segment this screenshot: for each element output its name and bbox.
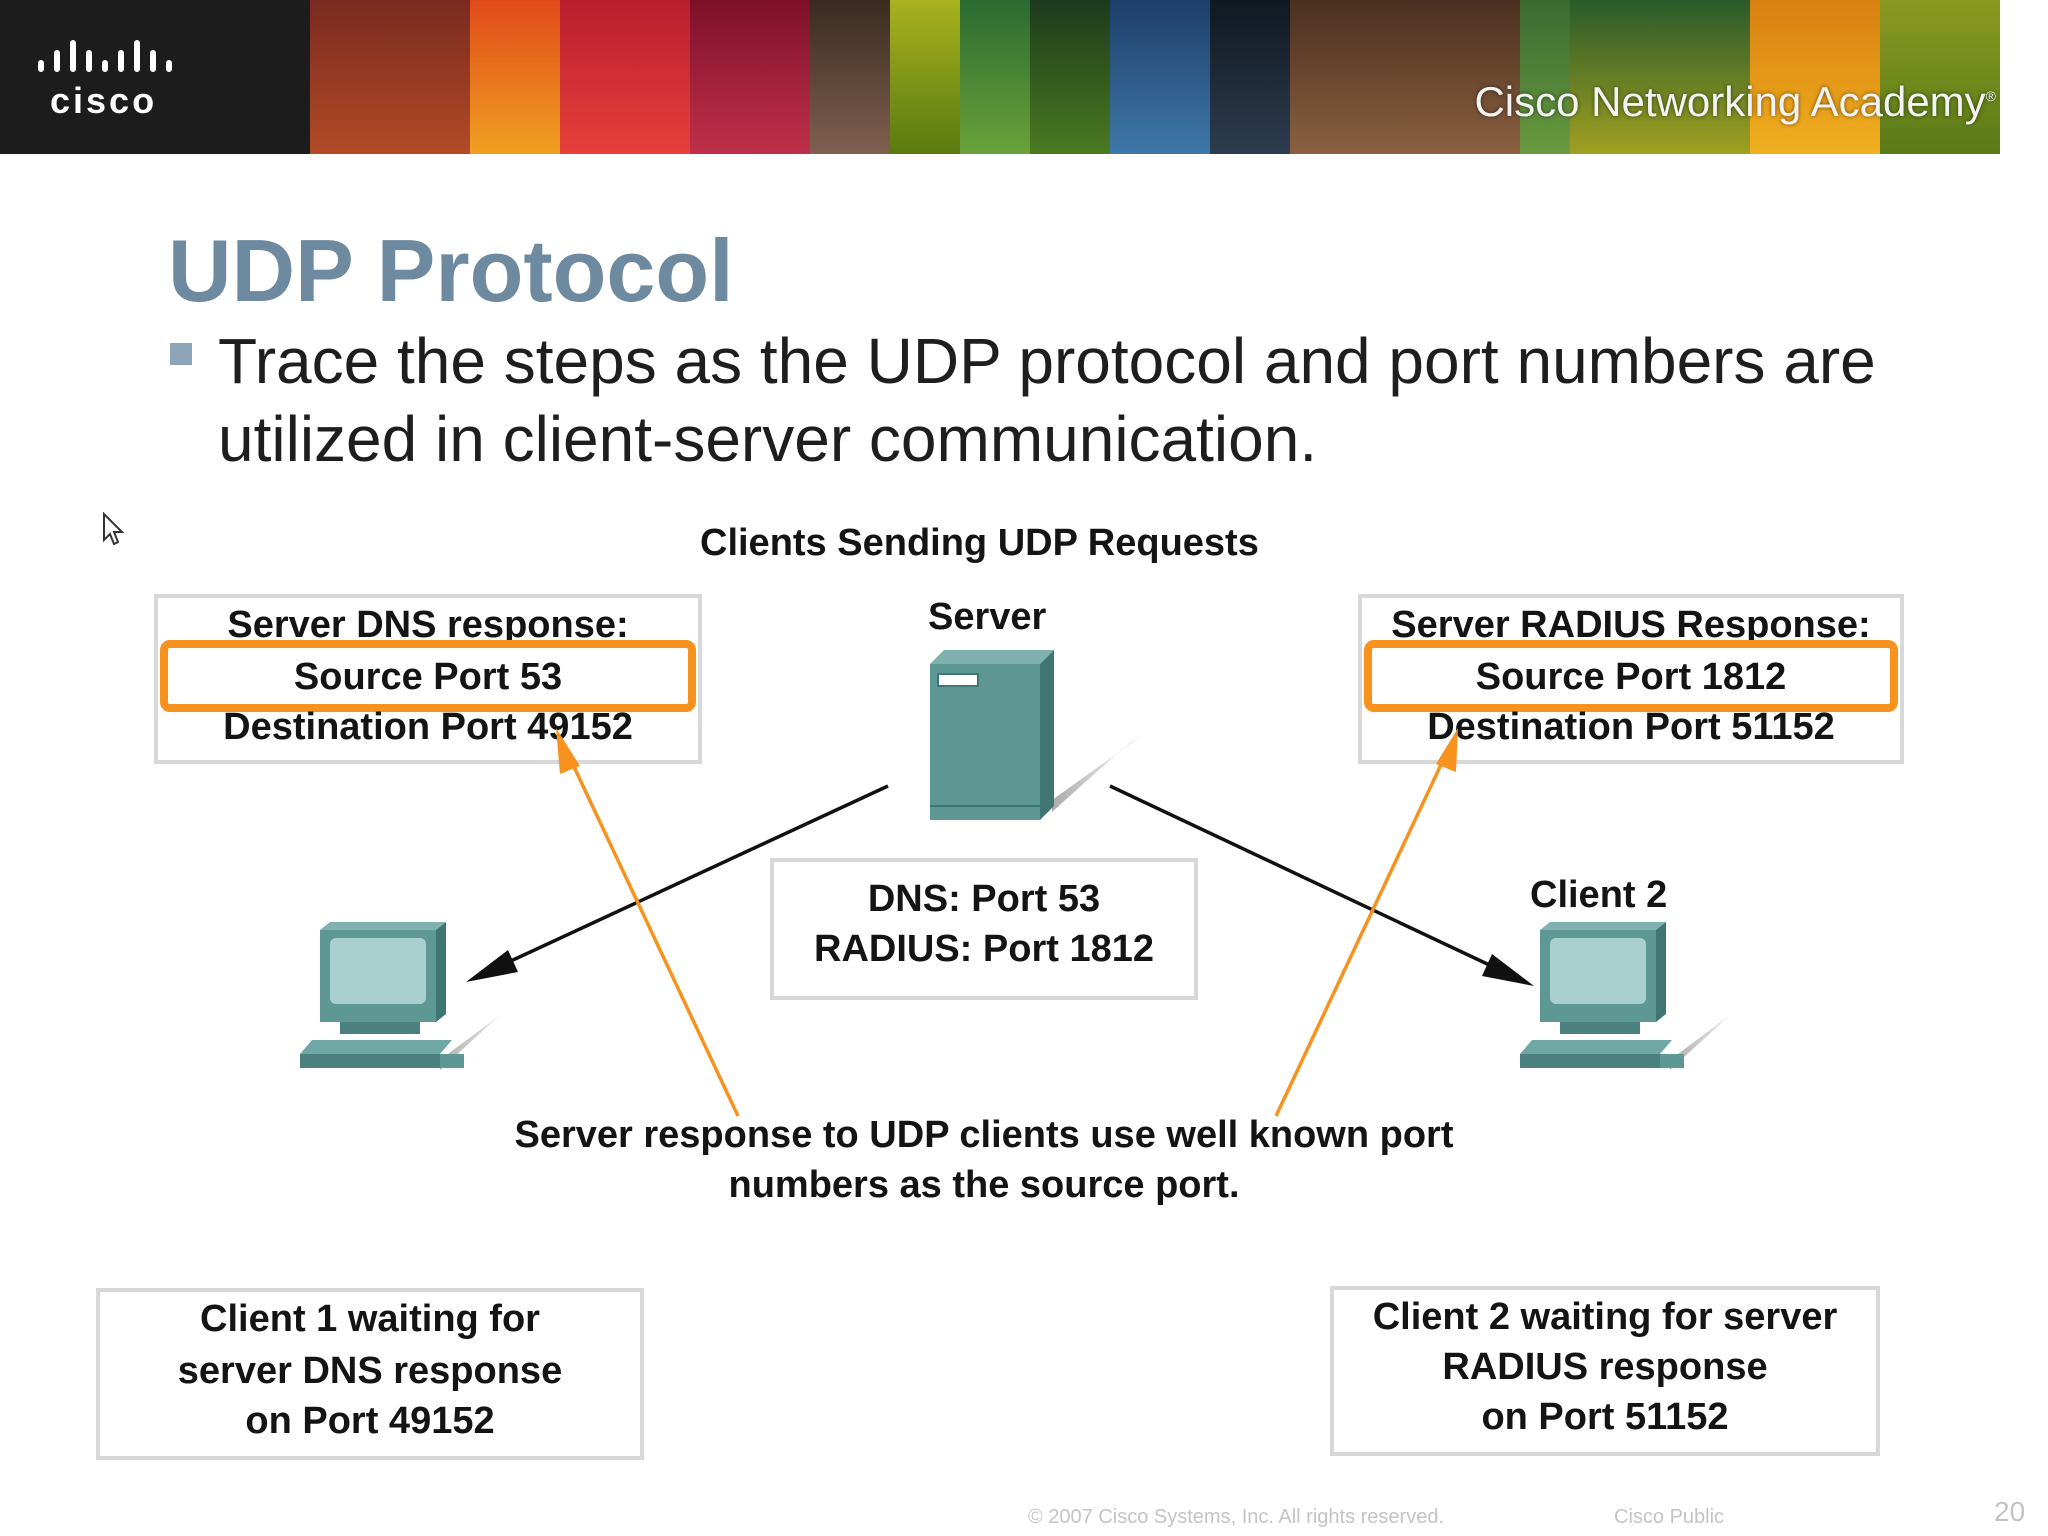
dns-response-box <box>154 594 702 764</box>
client2-computer-icon <box>1520 922 1750 1070</box>
radius-port-label: RADIUS: Port 1812 <box>814 928 1154 970</box>
academy-title: Cisco Networking Academy® <box>1474 78 1996 126</box>
dns-destination-port: Destination Port 49152 <box>223 706 633 748</box>
radius-response-box <box>1358 594 1904 764</box>
bullet-square-icon <box>170 343 192 365</box>
slide-title: UDP Protocol <box>168 221 734 320</box>
cisco-logo: cisco <box>0 0 310 154</box>
diagram-heading: Clients Sending UDP Requests <box>700 522 1259 564</box>
banner-photo-strip <box>1570 0 1750 154</box>
banner-photo-strip <box>890 0 960 154</box>
bullet-text: Trace the steps as the UDP protocol and … <box>218 325 1876 475</box>
mouse-pointer-icon <box>103 512 125 546</box>
note-line-2: numbers as the source port. <box>728 1164 1240 1206</box>
banner-photo-strip <box>560 0 690 154</box>
footer-copyright: © 2007 Cisco Systems, Inc. All rights re… <box>1028 1506 1445 1528</box>
note-to-dns-arrow <box>556 728 740 1117</box>
banner-photo-strip <box>1210 0 1290 154</box>
client1-wait-line-2: server DNS response <box>177 1350 563 1392</box>
server-to-client1-arrow <box>466 784 889 982</box>
client2-wait-line-3: on Port 51152 <box>1481 1396 1729 1438</box>
radius-source-highlight <box>1364 640 1898 712</box>
banner-photo-strip <box>1880 0 2000 154</box>
header-banner: cisco Cisco Networking Academy® <box>0 0 2048 154</box>
banner-photo-strip <box>1750 0 1880 154</box>
banner-photo-strip <box>1030 0 1110 154</box>
page-number: 20 <box>1994 1496 2026 1527</box>
client2-wait-line-2: RADIUS response <box>1442 1346 1768 1388</box>
client1-waiting-box <box>96 1288 644 1460</box>
server-to-client2-arrow <box>1109 784 1534 986</box>
banner-edge <box>2000 0 2048 154</box>
radius-destination-port: Destination Port 51152 <box>1427 706 1835 748</box>
banner-photo-strip <box>470 0 560 154</box>
server-icon <box>930 650 1150 820</box>
radius-source-port: Source Port 1812 <box>1475 656 1787 698</box>
banner-photo-strip <box>690 0 810 154</box>
note-to-radius-arrow <box>1274 728 1458 1117</box>
dns-response-title: Server DNS response: <box>227 604 629 646</box>
banner-photo-strip <box>1110 0 1210 154</box>
banner-photo-strip <box>1290 0 1520 154</box>
cisco-wordmark: cisco <box>50 80 158 121</box>
dns-source-port: Source Port 53 <box>293 656 563 698</box>
cisco-bridge-icon <box>38 40 172 72</box>
banner-photo-strip <box>810 0 890 154</box>
client1-computer-icon <box>300 922 520 1070</box>
radius-response-title: Server RADIUS Response: <box>1391 604 1871 646</box>
dns-source-highlight <box>160 640 696 712</box>
client2-waiting-box <box>1330 1286 1880 1456</box>
client2-wait-line-1: Client 2 waiting for server <box>1372 1296 1838 1338</box>
note-line-1: Server response to UDP clients use well … <box>514 1114 1454 1156</box>
client2-label: Client 2 <box>1530 874 1668 916</box>
trademark-mark: ® <box>1985 88 1996 104</box>
banner-photo-strip <box>960 0 1030 154</box>
dns-port-label: DNS: Port 53 <box>867 878 1101 920</box>
server-ports-box <box>770 858 1198 1000</box>
server-label: Server <box>928 596 1047 638</box>
client1-wait-line-3: on Port 49152 <box>245 1400 495 1442</box>
client1-wait-line-1: Client 1 waiting for <box>200 1298 540 1340</box>
academy-name: Cisco Networking Academy <box>1474 78 1986 125</box>
footer-classification: Cisco Public <box>1614 1506 1725 1528</box>
banner-photo-strip <box>310 0 470 154</box>
banner-photo-strip <box>1520 0 1570 154</box>
